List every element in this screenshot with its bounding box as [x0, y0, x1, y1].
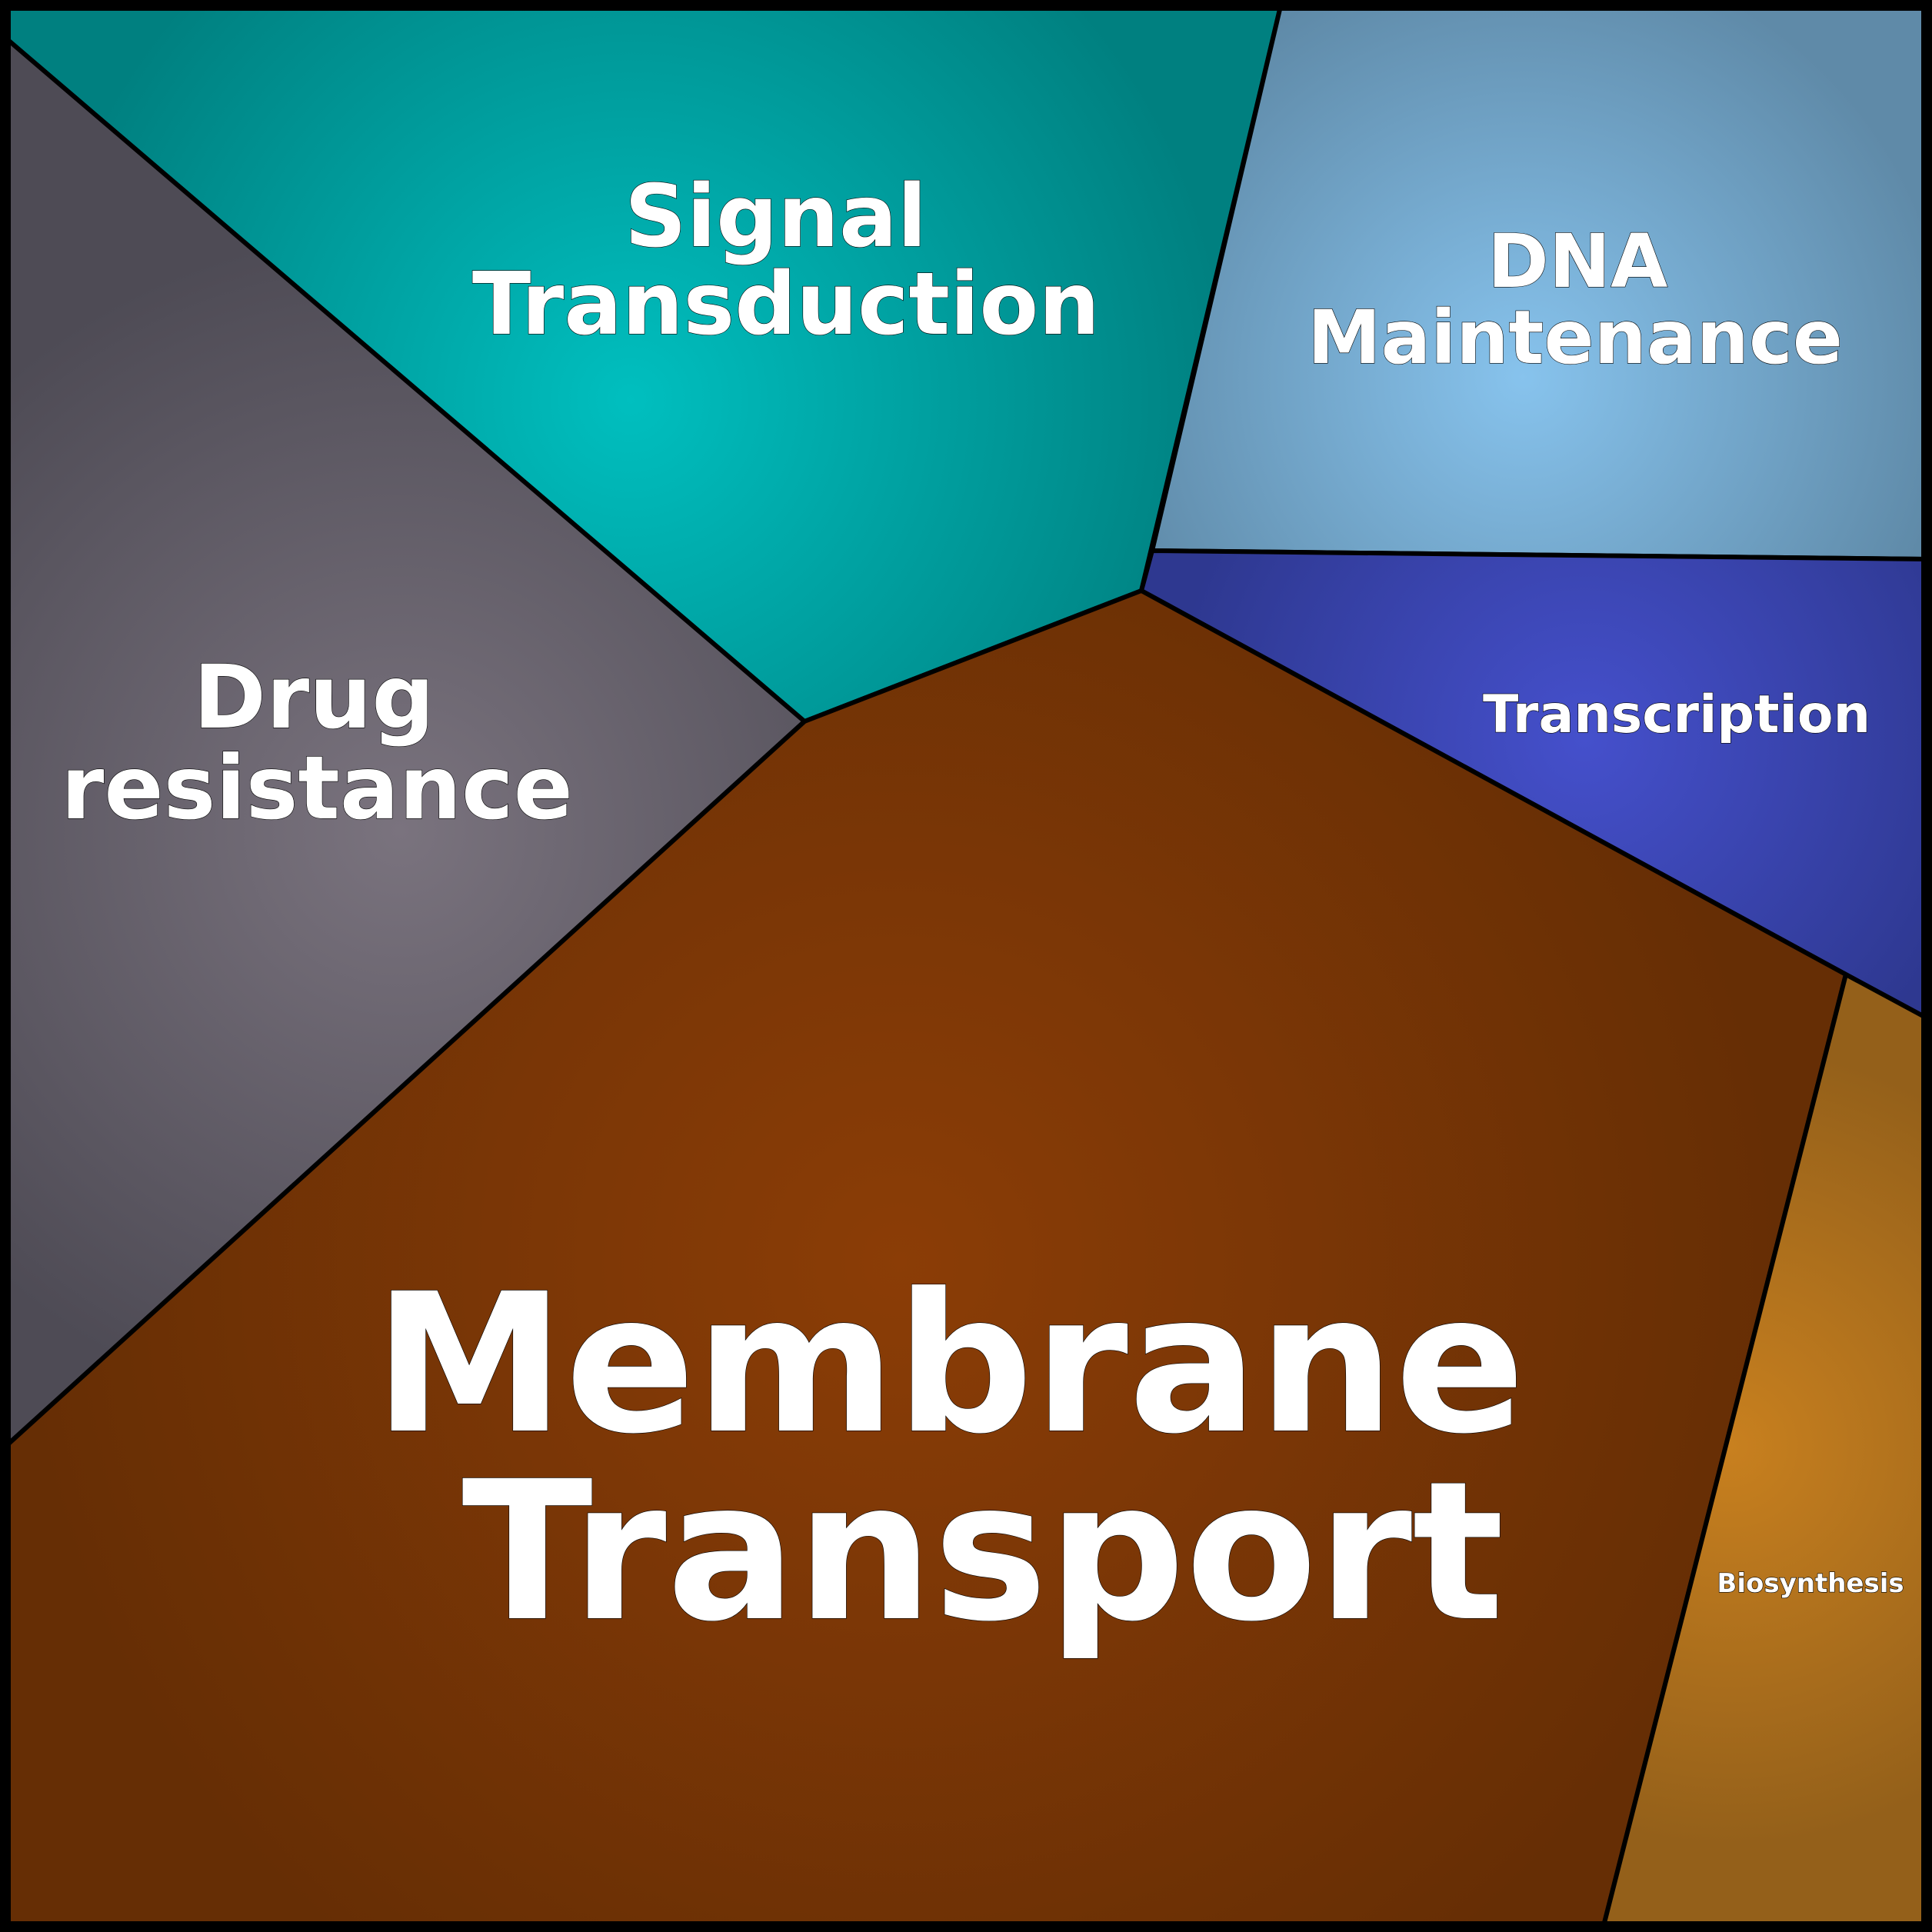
label-biosynthesis: Biosynthesis [1717, 1568, 1904, 1599]
label-signal-transduction: Signal Transduction [472, 167, 1100, 355]
label-dna-maintenance: DNA Maintenance [1307, 218, 1843, 381]
label-transcription: Transcription [1483, 685, 1870, 745]
label-drug-resistance: Drug resistance [61, 646, 573, 839]
label-membrane-transport: Membrane Transport [374, 1252, 1592, 1664]
